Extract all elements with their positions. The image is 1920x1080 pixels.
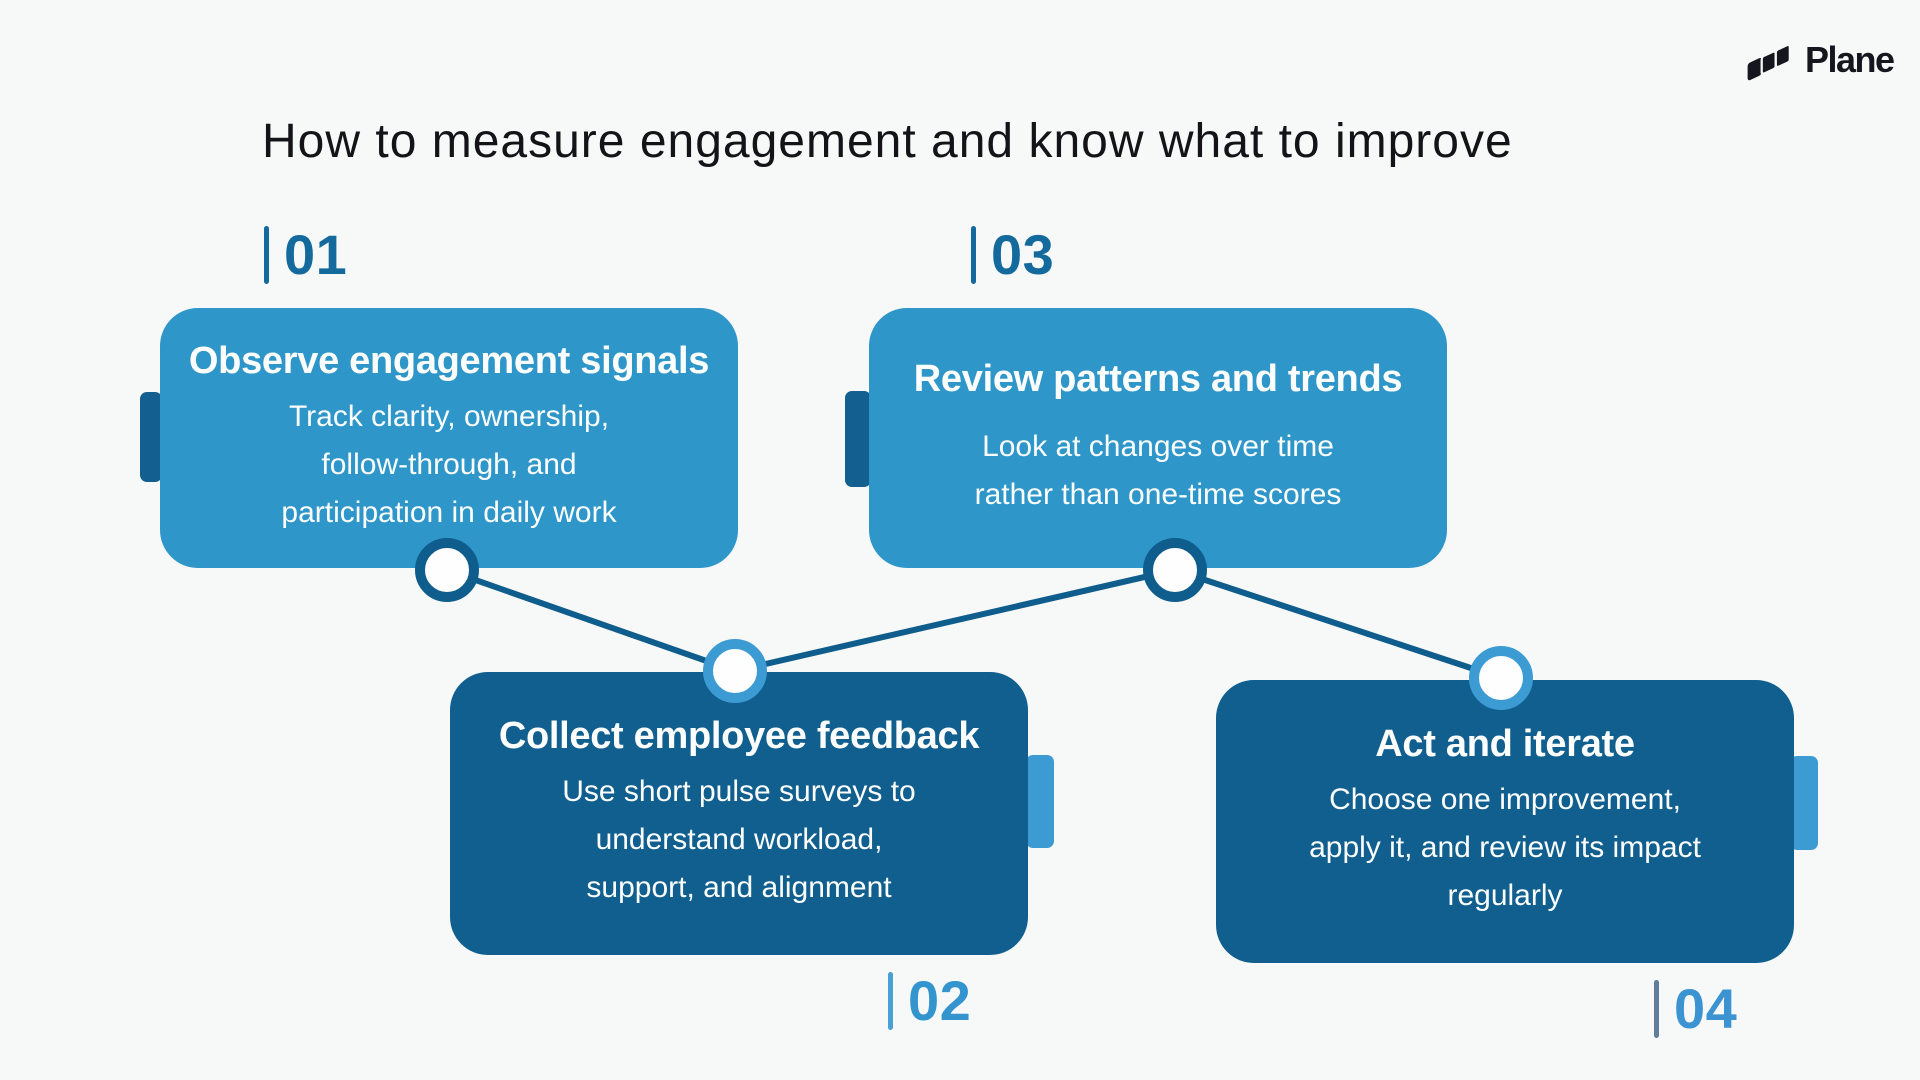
card-02-accent-tab bbox=[1026, 755, 1054, 848]
step-02-label: 02 bbox=[888, 972, 971, 1030]
step-02-number: 02 bbox=[908, 969, 972, 1032]
page-title: How to measure engagement and know what … bbox=[262, 115, 1513, 168]
step-03-card-title: Review patterns and trends bbox=[913, 357, 1403, 400]
step-02-card-title: Collect employee feedback bbox=[498, 715, 980, 757]
plane-logo: Plane bbox=[1744, 38, 1895, 82]
step-04-number: 04 bbox=[1674, 977, 1738, 1040]
step-02-desc-line: support, and alignment bbox=[586, 871, 892, 904]
step-01-card: Observe engagement signals Track clarity… bbox=[160, 308, 738, 568]
step-03-desc-line: Look at changes over time bbox=[982, 429, 1334, 463]
step-04-label: 04 bbox=[1654, 980, 1737, 1038]
step-03-bar bbox=[971, 226, 976, 284]
step-04-desc-line: regularly bbox=[1447, 879, 1563, 912]
step-01-desc-line: follow-through, and bbox=[321, 447, 577, 481]
step-03-number: 03 bbox=[991, 223, 1055, 286]
plane-logo-text: Plane bbox=[1805, 39, 1895, 80]
step-02-card: Collect employee feedback Use short puls… bbox=[450, 672, 1028, 955]
step-03-label: 03 bbox=[971, 226, 1054, 284]
step-02-desc-line: understand workload, bbox=[595, 823, 883, 856]
plane-logo-icon bbox=[1747, 43, 1792, 81]
step-01-desc-line: Track clarity, ownership, bbox=[288, 399, 610, 433]
step-01-label: 01 bbox=[264, 226, 347, 284]
step-03-desc-line: rather than one-time scores bbox=[974, 477, 1342, 511]
card-04-accent-tab bbox=[1790, 756, 1818, 850]
step-02-bar bbox=[888, 972, 893, 1030]
step-04-card: Act and iterate Choose one improvement, … bbox=[1216, 680, 1794, 963]
step-04-card-title: Act and iterate bbox=[1375, 723, 1635, 765]
step-02-desc-line: Use short pulse surveys to bbox=[562, 775, 916, 808]
step-04-bar bbox=[1654, 980, 1659, 1038]
step-01-desc-line: participation in daily work bbox=[281, 495, 617, 529]
card-01-accent-tab bbox=[140, 392, 162, 482]
step-01-bar bbox=[264, 226, 269, 284]
step-01-card-title: Observe engagement signals bbox=[188, 339, 710, 382]
connector-path bbox=[446, 566, 1502, 681]
card-03-accent-tab bbox=[845, 391, 871, 487]
step-03-card: Review patterns and trends Look at chang… bbox=[869, 308, 1447, 568]
step-04-desc-line: apply it, and review its impact bbox=[1309, 831, 1701, 864]
step-04-desc-line: Choose one improvement, bbox=[1329, 783, 1681, 816]
step-01-number: 01 bbox=[284, 223, 348, 286]
